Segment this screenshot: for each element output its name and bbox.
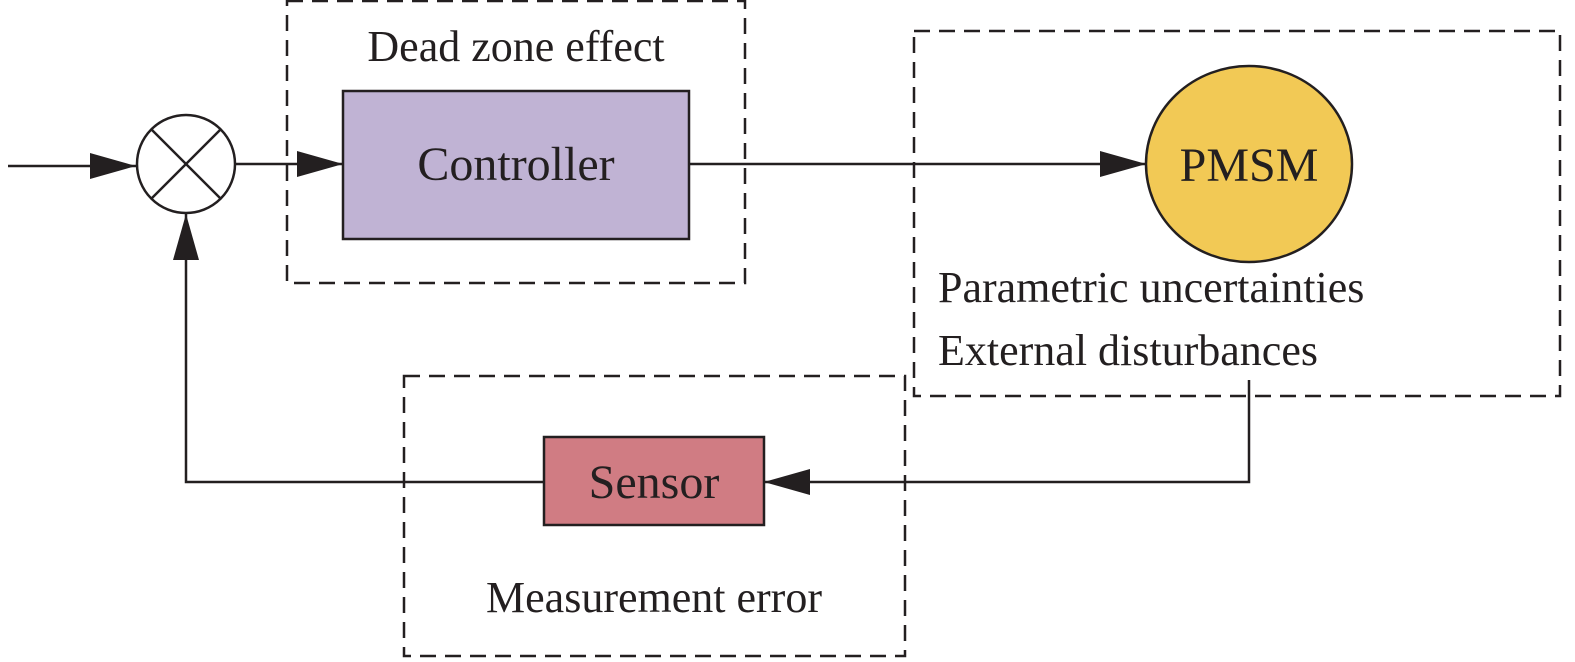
pmsm-block	[1144, 64, 1354, 264]
measurement-error-region	[402, 374, 907, 658]
sensor-block	[542, 435, 766, 527]
measurement-error-label: Measurement error	[486, 573, 822, 622]
sensor-label: Sensor	[589, 456, 720, 509]
dead-zone-label: Dead zone effect	[367, 22, 664, 71]
feedback-path	[173, 214, 544, 484]
controller-label: Controller	[417, 138, 614, 191]
summing-junction	[135, 113, 237, 215]
controller-block	[341, 89, 691, 241]
external-disturbances-label: External disturbances	[938, 326, 1318, 375]
plant-uncertainty-region	[912, 29, 1562, 398]
pmsm-to-sensor-path	[764, 380, 1251, 495]
parametric-uncertainties-label: Parametric uncertainties	[938, 263, 1364, 312]
dead-zone-region	[285, 0, 747, 285]
pmsm-label: PMSM	[1180, 139, 1319, 192]
